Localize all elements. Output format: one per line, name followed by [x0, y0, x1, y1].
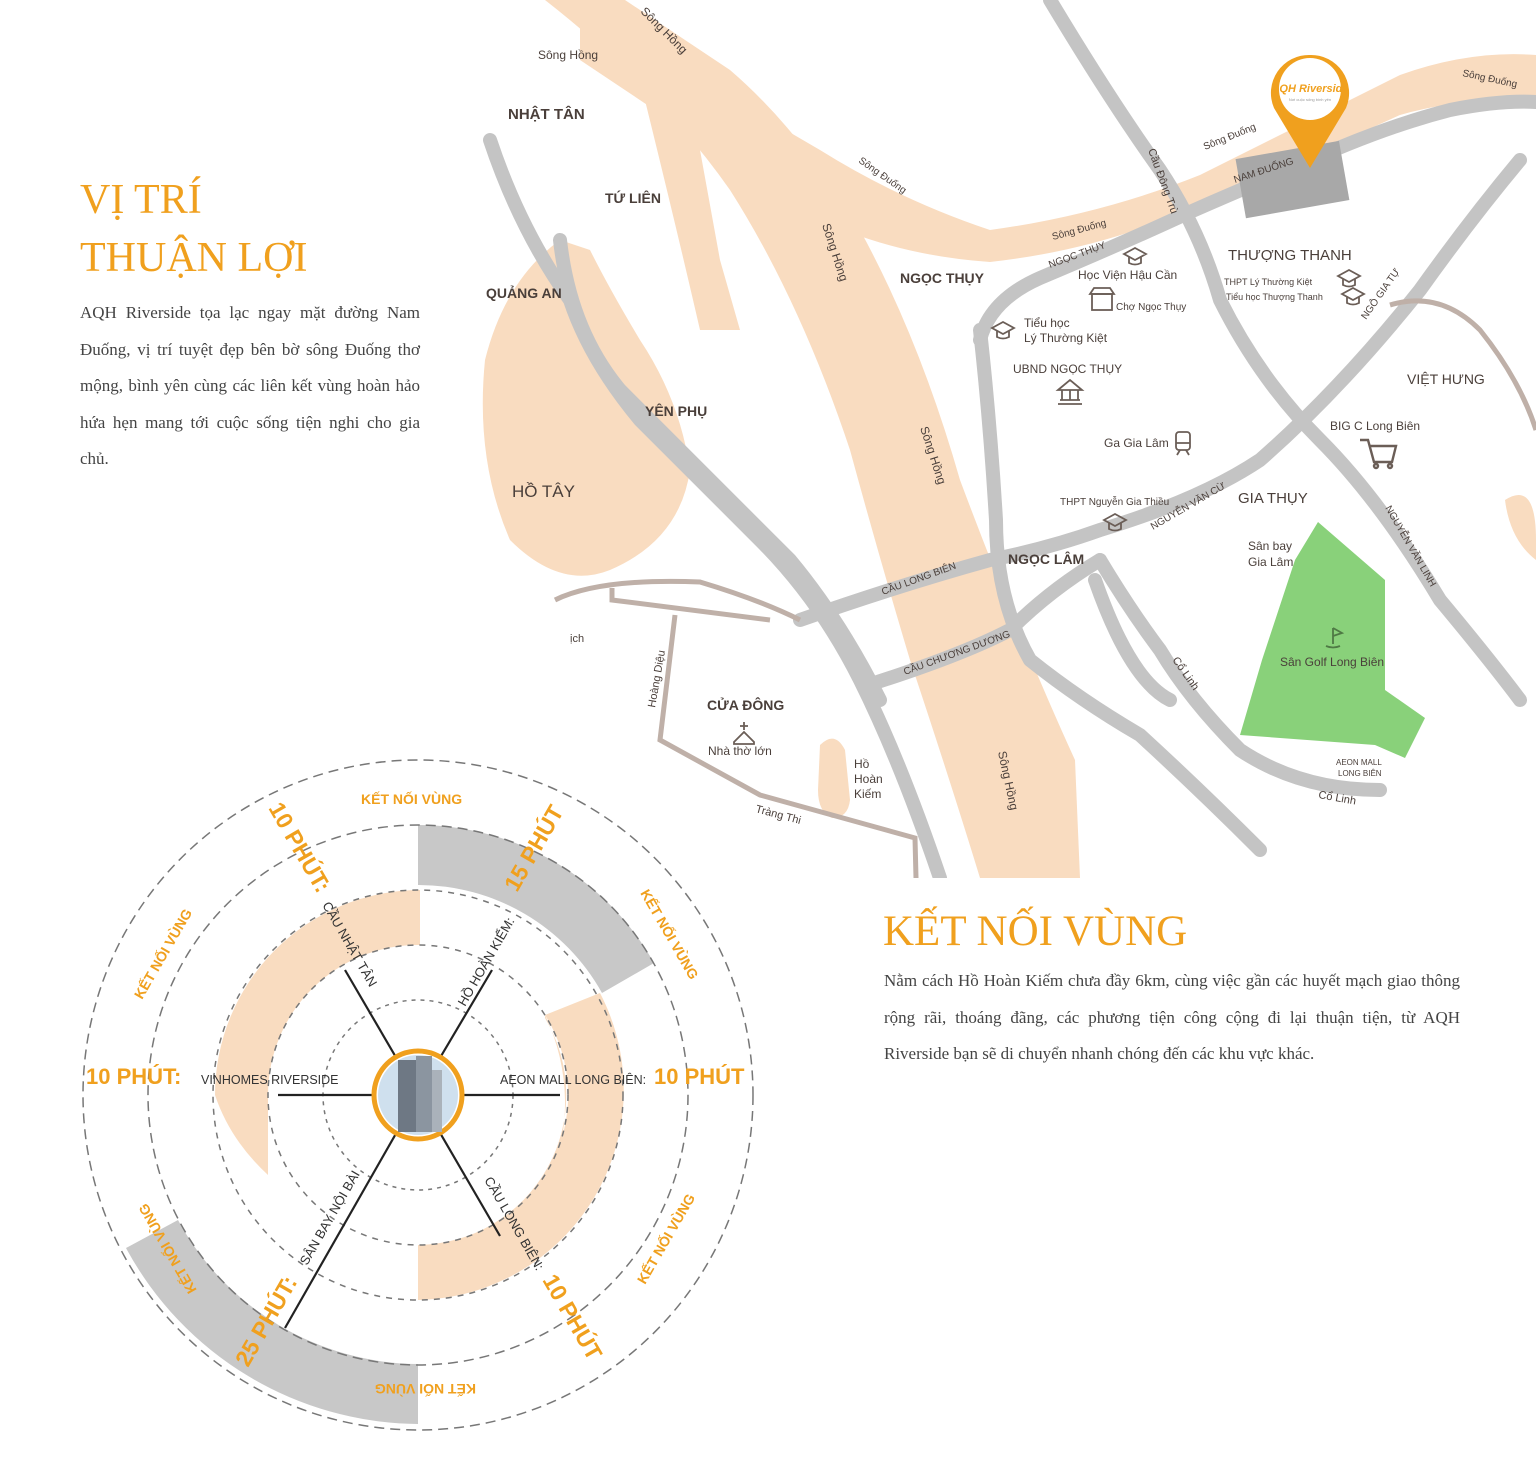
area-quang-an: QUẢNG AN: [486, 285, 562, 301]
poi-hv-hau-can: Học Viện Hậu Cần: [1078, 268, 1177, 282]
place-noi-bai: SÂN BAY NỘI BÀI: [297, 1168, 363, 1268]
river-label-1: Sông Hồng: [538, 48, 598, 62]
destination-vinhomes: 10 PHÚT: VINHOMES RIVERSIDE: [86, 1064, 339, 1089]
area-cua-dong: CỬA ĐÔNG: [707, 696, 784, 713]
poi-thpt-ltk: THPT Lý Thường Kiệt: [1224, 277, 1313, 287]
time-cau-long-bien: 10 PHÚT: [538, 1269, 609, 1364]
train-icon: [1175, 431, 1191, 456]
church-icon: [733, 722, 755, 745]
roads: [483, 0, 1536, 878]
location-title-line2: THUẬN LỢI: [80, 235, 308, 281]
ring-label-bottom-left: KẾT NỐI VÙNG: [134, 1201, 199, 1297]
ring-label-bottom: KẾT NỐI VÙNG: [375, 1381, 476, 1398]
marker-tagline: Nơi cuộc sống bình yên: [1289, 97, 1331, 102]
connection-paragraph: Nằm cách Hồ Hoàn Kiếm chưa đầy 6km, cùng…: [884, 971, 1460, 1063]
center-building-icon: [371, 1048, 465, 1142]
area-gia-thuy: GIA THỤY: [1238, 490, 1308, 507]
destination-cau-long-bien: CẦU LONG BIÊN: 10 PHÚT: [481, 1174, 608, 1364]
poi-san-bay-1: Sân bay: [1248, 539, 1292, 553]
railway: [553, 298, 1536, 878]
poi-ho-hk-1: Hồ: [854, 757, 870, 771]
poi-ga-gia-lam: Ga Gia Lâm: [1104, 436, 1169, 450]
poi-th-ltk-2: Lý Thường Kiệt: [1024, 331, 1108, 345]
connection-title: KẾT NỐI VÙNG: [883, 908, 1188, 955]
project-site: [1235, 140, 1350, 219]
area-yen-phu: YÊN PHỤ: [645, 402, 707, 419]
area-ngoc-thuy: NGỌC THỤY: [900, 270, 985, 286]
time-noi-bai: 25 PHÚT:: [229, 1271, 302, 1371]
school-icon: [1102, 512, 1128, 532]
poi-ubnd: UBND NGỌC THỤY: [1013, 362, 1122, 376]
ring-label-bottom-right: KẾT NỐI VÙNG: [633, 1190, 698, 1286]
location-title-line1: VỊ TRÍ: [80, 177, 202, 223]
road-nguyen-van-linh: NGUYỄN VĂN LINH: [1382, 503, 1439, 589]
area-ho-tay: HỒ TÂY: [512, 482, 575, 501]
destination-aeon: AEON MALL LONG BIÊN: 10 PHÚT: [500, 1064, 745, 1089]
river-label-8: Sông Đuống: [1202, 121, 1258, 153]
school-icon: [1122, 246, 1148, 266]
area-map: NHẬT TÂN TỨ LIÊN QUẢNG AN YÊN PHỤ HỒ TÂY…: [482, 0, 1536, 878]
diagram-spokes: [278, 969, 560, 1329]
poi-golf: Sân Golf Long Biên: [1280, 655, 1384, 669]
area-thuong-thanh: THƯỢNG THANH: [1228, 247, 1352, 264]
place-vinhomes: VINHOMES RIVERSIDE: [201, 1073, 339, 1087]
project-location-marker[interactable]: AQH Riverside Nơi cuộc sống bình yên: [1270, 54, 1350, 169]
cart-icon: [1360, 438, 1398, 470]
golf-flag-icon: [1325, 627, 1345, 649]
area-nhat-tan: NHẬT TÂN: [508, 105, 585, 123]
area-ngoc-lam: NGỌC LÂM: [1008, 550, 1084, 567]
school-icon: [1340, 286, 1366, 306]
ring-label-left: KẾT NỐI VÙNG: [130, 905, 195, 1001]
marker-brand: AQH Riverside: [1270, 83, 1348, 95]
sector-peach-top-left: [215, 890, 420, 1175]
poi-nha-tho: Nhà thờ lớn: [708, 744, 772, 758]
sector-peach-right: [418, 1015, 567, 1300]
poi-aeon-1: AEON MALL: [1336, 758, 1382, 767]
ring-label-right: KẾT NỐI VÙNG: [637, 886, 702, 982]
location-paragraph: AQH Riverside tọa lạc ngay mặt đường Nam…: [80, 303, 420, 468]
poi-cho-ngoc-thuy: Chợ Ngọc Thụy: [1116, 302, 1186, 313]
poi-ho-hk-3: Kiếm: [854, 787, 881, 801]
poi-big-c: BIG C Long Biên: [1330, 419, 1420, 433]
school-icon: [990, 320, 1016, 340]
poi-ho-hk-2: Hoàn: [854, 772, 883, 786]
school-icon: [1336, 268, 1362, 288]
destination-noi-bai: 25 PHÚT: SÂN BAY NỘI BÀI: [229, 1168, 363, 1371]
road-ich: ịch: [570, 633, 584, 645]
sector-peach-right-outer: [418, 993, 624, 1300]
poi-thpt-ngt: THPT Nguyễn Gia Thiều: [1060, 495, 1169, 508]
area-tu-lien: TỨ LIÊN: [605, 189, 661, 206]
sector-grey-bottom: [126, 1220, 418, 1424]
poi-th-ltk-1: Tiểu học: [1024, 316, 1070, 330]
poi-san-bay-2: Gia Lâm: [1248, 555, 1293, 569]
area-viet-hung: VIỆT HƯNG: [1407, 371, 1485, 387]
place-cau-long-bien: CẦU LONG BIÊN:: [481, 1174, 547, 1273]
time-aeon: 10 PHÚT: [654, 1064, 745, 1089]
poi-th-thuong-thanh: Tiểu học Thượng Thanh: [1226, 292, 1323, 302]
place-aeon: AEON MALL LONG BIÊN:: [500, 1072, 646, 1087]
poi-aeon-2: LONG BIÊN: [1338, 769, 1382, 778]
government-icon: [1055, 378, 1085, 405]
place-nhat-tan: CẦU NHẬT TÂN: [319, 899, 380, 989]
market-icon: [1088, 287, 1116, 311]
place-ho-hoan-kiem: HỒ HOÀN KIẾM:: [455, 915, 518, 1009]
time-vinhomes: 10 PHÚT:: [86, 1064, 181, 1089]
